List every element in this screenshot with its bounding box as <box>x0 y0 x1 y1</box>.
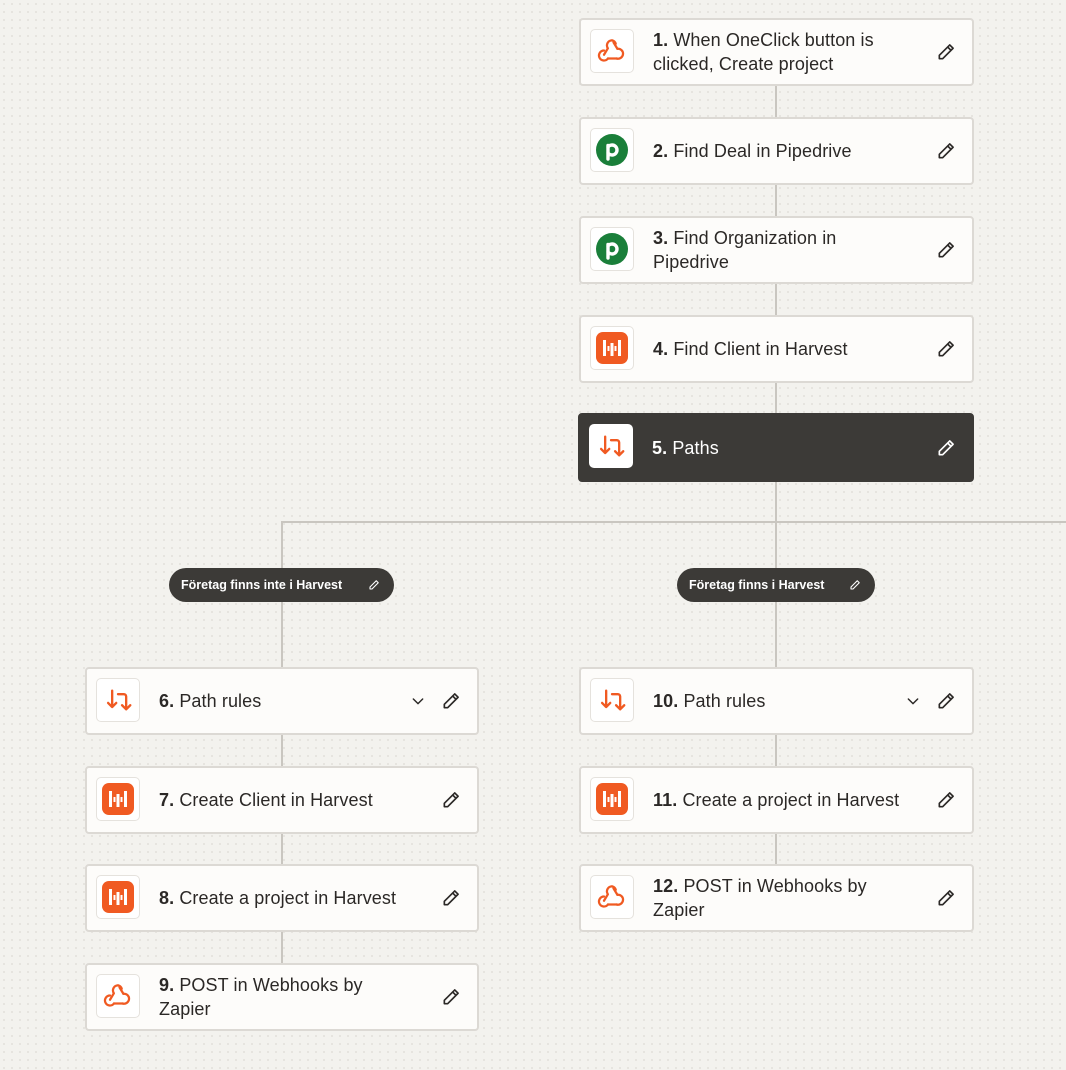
step-7-card[interactable]: 7. Create Client in Harvest <box>85 766 479 834</box>
harvest-icon <box>590 777 634 821</box>
pencil-icon[interactable] <box>934 139 958 163</box>
webhook-icon <box>590 29 634 73</box>
connector-line <box>281 734 283 766</box>
pencil-icon[interactable] <box>934 40 958 64</box>
chevron-down-icon[interactable] <box>407 690 429 712</box>
step-1-card[interactable]: 1. When OneClick button is clicked, Crea… <box>579 18 974 86</box>
step-3-card[interactable]: 3. Find Organization in Pipedrive <box>579 216 974 284</box>
step-9-card[interactable]: 9. POST in Webhooks by Zapier <box>85 963 479 1031</box>
pencil-icon[interactable] <box>439 689 463 713</box>
pipedrive-icon <box>590 227 634 271</box>
step-12-card[interactable]: 12. POST in Webhooks by Zapier <box>579 864 974 932</box>
step-title: 6. Path rules <box>159 691 262 711</box>
pencil-icon[interactable] <box>934 238 958 262</box>
step-5-card[interactable]: 5. Paths <box>578 413 974 482</box>
branch-line <box>281 521 1066 523</box>
step-title: 2. Find Deal in Pipedrive <box>653 141 852 161</box>
step-title: 1. When OneClick button is clicked, Crea… <box>653 30 874 74</box>
harvest-icon <box>96 777 140 821</box>
pencil-icon[interactable] <box>934 886 958 910</box>
step-title: 4. Find Client in Harvest <box>653 339 848 359</box>
paths-icon <box>96 678 140 722</box>
step-title: 5. Paths <box>652 437 719 458</box>
step-title: 9. POST in Webhooks by Zapier <box>159 975 363 1019</box>
pencil-icon[interactable] <box>934 436 958 460</box>
connector-line <box>775 85 777 118</box>
connector-line <box>775 382 777 414</box>
harvest-icon <box>96 875 140 919</box>
connector-line <box>775 734 777 766</box>
connector-line <box>281 833 283 865</box>
step-2-card[interactable]: 2. Find Deal in Pipedrive <box>579 117 974 185</box>
pencil-icon[interactable] <box>934 788 958 812</box>
step-title: 10. Path rules <box>653 691 766 711</box>
harvest-icon <box>590 326 634 370</box>
step-4-card[interactable]: 4. Find Client in Harvest <box>579 315 974 383</box>
webhook-icon <box>96 974 140 1018</box>
step-title: 3. Find Organization in Pipedrive <box>653 228 837 272</box>
path-b-name: Företag finns i Harvest <box>689 578 825 592</box>
path-a-label[interactable]: Företag finns inte i Harvest <box>169 568 394 602</box>
connector-line <box>775 833 777 865</box>
step-title: 11. Create a project in Harvest <box>653 790 900 810</box>
chevron-down-icon[interactable] <box>902 690 924 712</box>
step-10-card[interactable]: 10. Path rules <box>579 667 974 735</box>
step-6-card[interactable]: 6. Path rules <box>85 667 479 735</box>
step-11-card[interactable]: 11. Create a project in Harvest <box>579 766 974 834</box>
pencil-icon[interactable] <box>354 579 380 591</box>
connector-line <box>281 931 283 964</box>
step-8-card[interactable]: 8. Create a project in Harvest <box>85 864 479 932</box>
pencil-icon[interactable] <box>439 788 463 812</box>
paths-icon <box>589 424 633 468</box>
connector-line <box>775 283 777 316</box>
pencil-icon[interactable] <box>439 886 463 910</box>
step-title: 12. POST in Webhooks by Zapier <box>653 876 867 920</box>
webhook-icon <box>590 875 634 919</box>
step-title: 7. Create Client in Harvest <box>159 790 373 810</box>
pencil-icon[interactable] <box>835 579 861 591</box>
path-a-name: Företag finns inte i Harvest <box>181 578 343 592</box>
pencil-icon[interactable] <box>934 689 958 713</box>
pencil-icon[interactable] <box>439 985 463 1009</box>
step-title: 8. Create a project in Harvest <box>159 888 397 908</box>
connector-line <box>775 184 777 217</box>
pencil-icon[interactable] <box>934 337 958 361</box>
path-b-label[interactable]: Företag finns i Harvest <box>677 568 875 602</box>
pipedrive-icon <box>590 128 634 172</box>
paths-icon <box>590 678 634 722</box>
